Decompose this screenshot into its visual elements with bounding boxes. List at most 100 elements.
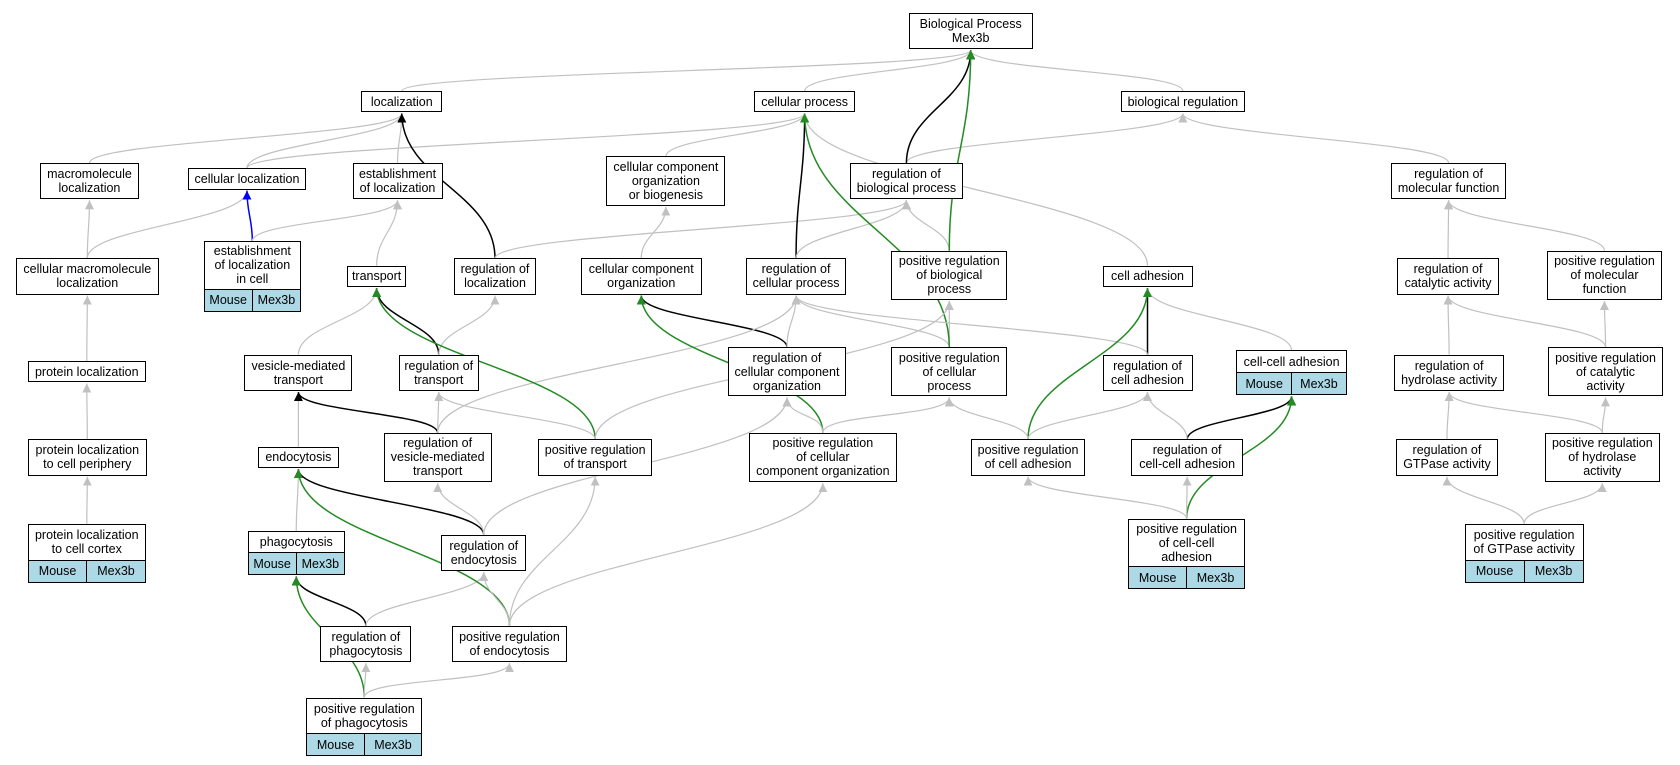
node-endo[interactable]: endocytosis [258,446,339,469]
node-rcp[interactable]: regulation of cellular process [745,258,847,295]
gene-tag: Mex3b [1523,560,1583,582]
edge-rvmt-to-vmt [293,391,439,434]
edge-estlocc-to-estloc [251,200,402,242]
node-cmloc[interactable]: cellular macromolecule localization [16,258,159,295]
node-rloc[interactable]: regulation of localization [454,258,536,295]
node-label: protein localization to cell periphery [35,443,140,472]
edge-estloc-to-loc [396,113,407,163]
node-cco[interactable]: cellular component organization [580,258,702,295]
edge-prha-to-prca [1601,397,1611,433]
edge-rmf-to-breg [1178,113,1450,164]
node-plcp[interactable]: protein localization to cell periphery [27,439,147,476]
node-rcco[interactable]: regulation of cellular component organiz… [727,347,847,397]
edge-rccadh-to-ccadh [1186,396,1297,440]
node-label: regulation of cellular component organiz… [734,350,840,393]
edge-mloc-to-loc [88,113,407,164]
node-cadh[interactable]: cell adhesion [1102,265,1193,288]
edge-prphago-to-rphago [361,663,371,698]
node-rca[interactable]: regulation of catalytic activity [1397,258,1499,295]
node-label: protein localization [34,364,139,379]
node-rphago[interactable]: regulation of phagocytosis [320,625,412,663]
node-mloc[interactable]: macromolecule localization [39,162,140,200]
node-loc[interactable]: localization [361,91,443,113]
edge-rbp-to-bp [905,50,976,163]
node-prha[interactable]: positive regulation of hydrolase activit… [1545,432,1660,483]
node-label: establishment of localization [358,167,437,196]
node-label: positive regulation of catalytic activit… [1555,350,1656,393]
node-breg[interactable]: biological regulation [1120,91,1245,113]
node-label: cell-cell adhesion [1243,354,1340,369]
node-label: phagocytosis [259,535,333,550]
node-prccadh[interactable]: positive regulation of cell-cell adhesio… [1128,518,1245,590]
node-label: Biological Process Mex3b [919,17,1022,46]
edge-vmt-to-trans [297,288,382,355]
edge-prcp-to-rcp [791,295,950,348]
node-estloc[interactable]: establishment of localization [352,162,443,200]
node-rendo[interactable]: regulation of endocytosis [441,534,527,572]
node-label: regulation of GTPase activity [1403,443,1491,472]
node-label: regulation of catalytic activity [1404,262,1492,291]
edge-prca-to-rca [1443,295,1607,348]
gene-tag: Mex3b [86,560,145,582]
node-label: establishment of localization in cell [213,244,291,287]
edge-rphago-to-phago [291,576,367,626]
node-label: positive regulation of molecular functio… [1554,254,1655,297]
node-label: endocytosis [265,450,332,465]
node-cloc[interactable]: cellular localization [187,168,307,190]
node-label: cellular component organization [588,262,694,291]
edge-prtrans-to-trans [372,288,596,440]
node-prcp[interactable]: positive regulation of cellular process [891,347,1008,397]
gene-tag: Mex3b [295,553,344,575]
node-prendo[interactable]: positive regulation of endocytosis [452,625,567,663]
node-rvmt[interactable]: regulation of vesicle-mediated transport [383,432,492,483]
edge-loc-to-bp [401,49,975,92]
node-label: positive regulation of hydrolase activit… [1551,436,1653,479]
node-label: regulation of hydrolase activity [1401,358,1498,387]
node-prmf[interactable]: positive regulation of molecular functio… [1547,250,1662,300]
node-rtrans[interactable]: regulation of transport [398,354,479,392]
edge-cp-to-bp [804,50,976,92]
node-prtrans[interactable]: positive regulation of transport [537,439,653,476]
node-prbp[interactable]: positive regulation of biological proces… [891,250,1008,300]
node-rccadh[interactable]: regulation of cell-cell adhesion [1131,439,1243,476]
node-label: regulation of transport [404,358,474,387]
node-rgtp[interactable]: regulation of GTPase activity [1396,439,1498,476]
node-rbp[interactable]: regulation of biological process [849,162,964,200]
node-ccob[interactable]: cellular component organization or bioge… [606,156,726,206]
edge-cloc-to-cp [246,112,809,169]
node-prca[interactable]: positive regulation of catalytic activit… [1548,347,1663,397]
node-rcadh[interactable]: regulation of cell adhesion [1102,354,1193,392]
edge-prendo-to-prcco [508,483,828,626]
edge-plcp-to-ploc [82,383,92,440]
gene-tag: Mex3b [1291,373,1346,395]
edge-prbp-to-rbp [901,200,950,251]
edge-prendo-to-endo [293,469,511,626]
node-cp[interactable]: cellular process [754,91,855,113]
node-trans[interactable]: transport [347,265,407,288]
edge-rcp-to-cp [795,113,810,259]
edge-prccadh-to-rccadh [1182,476,1192,519]
node-vmt[interactable]: vesicle-mediated transport [244,354,353,392]
node-prcco[interactable]: positive regulation of cellular componen… [748,432,897,483]
edge-cadh-to-cp [800,113,1149,266]
node-label: regulation of localization [460,262,530,291]
node-bp[interactable]: Biological Process Mex3b [908,12,1033,50]
node-prcadh[interactable]: positive regulation of cell adhesion [970,439,1086,476]
node-ploc[interactable]: protein localization [27,361,146,383]
edge-rgtp-to-rha [1444,392,1454,440]
edge-rendo-to-endo [293,469,485,535]
node-label: regulation of biological process [856,167,957,196]
node-rha[interactable]: regulation of hydrolase activity [1393,354,1505,392]
edge-prcadh-to-rcadh [1027,391,1152,440]
node-rmf[interactable]: regulation of molecular function [1390,162,1507,200]
gene-tag: Mex3b [363,734,422,756]
